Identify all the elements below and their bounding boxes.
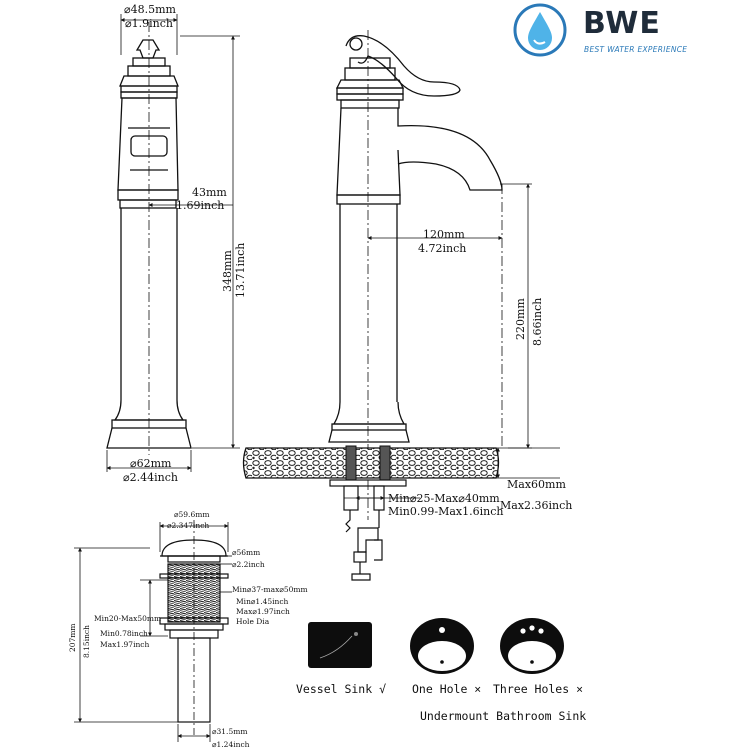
brand-logo: BWE BEST WATER EXPERIENCE xyxy=(513,3,687,57)
front-hole-range-mm: Min⌀25-Max⌀40mm xyxy=(388,492,500,505)
faucet-front-view xyxy=(328,30,532,520)
drain-thread-range-in1: Min⌀1.45inch xyxy=(236,597,289,606)
side-height-mm: 348mm xyxy=(221,250,234,292)
front-hole-range-in: Min0.99-Max1.6inch xyxy=(388,505,503,518)
drain-thread-range-in2: Max⌀1.97inch xyxy=(236,607,290,616)
drain-pipe-dia-mm: ⌀31.5mm xyxy=(212,727,247,736)
drain-counter-range-mm: Min20-Max50mm xyxy=(94,614,161,623)
front-reach-mm: 120mm xyxy=(423,228,465,241)
vessel-sink-icon xyxy=(308,622,372,668)
vessel-sink-label: Vessel Sink √ xyxy=(296,682,386,696)
faucet-side-view xyxy=(106,14,240,472)
drain-counter-range-in2: Max1.97inch xyxy=(100,640,150,649)
logo-name: BWE xyxy=(583,6,661,41)
side-depth-in: 1.69inch xyxy=(176,199,224,212)
logo-tagline: BEST WATER EXPERIENCE xyxy=(584,45,687,54)
drain-cap-dia-mm: ⌀59.6mm xyxy=(174,510,209,519)
drain-neck-dia-mm: ⌀56mm xyxy=(232,548,260,557)
one-hole-label: One Hole × xyxy=(412,682,481,696)
pop-up-drain xyxy=(74,520,232,742)
drain-neck-dia-in: ⌀2.2inch xyxy=(232,560,265,569)
drain-counter-range-in1: Min0.78inch xyxy=(100,629,148,638)
front-spout-height-in: 8.66inch xyxy=(531,298,544,346)
front-deck-max-in: Max2.36inch xyxy=(500,499,572,512)
one-hole-sink-icon xyxy=(410,618,474,674)
side-base-dia-in: ⌀2.44inch xyxy=(123,471,178,484)
three-holes-sink-icon xyxy=(500,618,564,674)
side-height-in: 13.71inch xyxy=(234,243,247,298)
drain-pipe-dia-in: ⌀1.24inch xyxy=(212,740,250,749)
drain-cap-dia-in: ⌀2.347inch xyxy=(167,521,209,530)
three-holes-label: Three Holes × xyxy=(493,682,583,696)
side-top-dia-mm: ⌀48.5mm xyxy=(124,3,177,16)
side-base-dia-mm: ⌀62mm xyxy=(130,457,172,470)
drain-height-in: 8.15inch xyxy=(82,625,91,658)
front-spout-height-mm: 220mm xyxy=(514,298,527,340)
front-deck-max-mm: Max60mm xyxy=(507,478,566,491)
drain-height-mm: 207mm xyxy=(68,623,77,652)
side-top-dia-in: ⌀1.9inch xyxy=(125,17,173,30)
countertop-section xyxy=(242,445,500,481)
drain-thread-hole: Hole Dia xyxy=(236,617,270,626)
mounting-hardware xyxy=(329,447,560,581)
side-depth-mm: 43mm xyxy=(192,186,227,199)
logo-ring-icon xyxy=(513,3,567,57)
undermount-caption: Undermount Bathroom Sink xyxy=(420,709,586,723)
drain-thread-range-mm: Min⌀37-max⌀50mm xyxy=(232,585,308,594)
front-reach-in: 4.72inch xyxy=(418,242,466,255)
